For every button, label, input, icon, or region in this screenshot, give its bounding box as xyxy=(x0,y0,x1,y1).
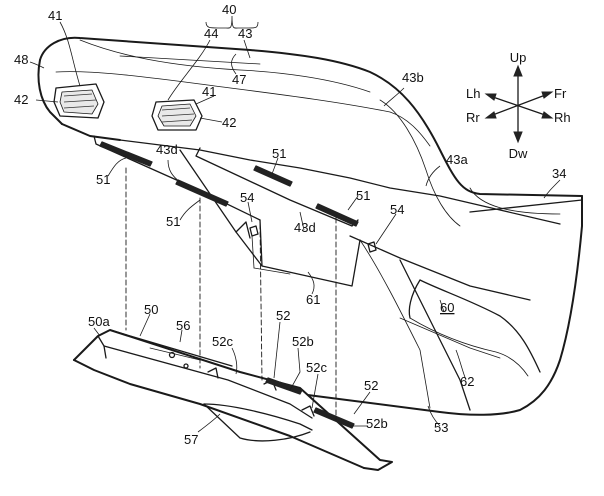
undercover-50 xyxy=(73,329,393,471)
label-51-b: 51 xyxy=(166,214,180,229)
assembly-guide-lines xyxy=(125,167,337,421)
label-40: 40 xyxy=(222,2,236,17)
label-52-top: 52 xyxy=(276,308,290,323)
slots-51 xyxy=(99,141,359,227)
label-60: 60 xyxy=(440,300,454,315)
label-50: 50 xyxy=(144,302,158,317)
compass-lh-label: Lh xyxy=(466,86,480,101)
label-44: 44 xyxy=(204,26,218,41)
label-48: 48 xyxy=(14,52,28,67)
label-52b-bottom: 52b xyxy=(366,416,388,431)
label-43b: 43b xyxy=(402,70,424,85)
rear-cowl-body xyxy=(37,36,583,416)
direction-compass: Up Dw Lh Fr Rr Rh xyxy=(466,50,571,161)
leader-lines xyxy=(29,15,561,433)
label-61: 61 xyxy=(306,292,320,307)
label-42-left: 42 xyxy=(14,92,28,107)
label-54-left: 54 xyxy=(240,190,254,205)
compass-up-label: Up xyxy=(510,50,527,65)
compass-down-label: Dw xyxy=(509,146,528,161)
label-56: 56 xyxy=(176,318,190,333)
label-53: 53 xyxy=(434,420,448,435)
label-57: 57 xyxy=(184,432,198,447)
label-52c-right: 52c xyxy=(306,360,327,375)
label-50a: 50a xyxy=(88,314,110,329)
label-47: 47 xyxy=(232,72,246,87)
tail-lamp-left xyxy=(53,83,105,119)
compass-rr-label: Rr xyxy=(466,110,480,125)
label-43: 43 xyxy=(238,26,252,41)
label-52b-top: 52b xyxy=(292,334,314,349)
label-54-right: 54 xyxy=(390,202,404,217)
label-52-bottom: 52 xyxy=(364,378,378,393)
hooks-54 xyxy=(249,225,377,253)
tail-lamp-right xyxy=(151,99,203,131)
label-51-a: 51 xyxy=(96,172,110,187)
label-62: 62 xyxy=(460,374,474,389)
label-51-d: 51 xyxy=(356,188,370,203)
label-34: 34 xyxy=(552,166,566,181)
reference-labels: 40 41 41 42 42 43 44 47 48 43b 43a 34 43… xyxy=(14,2,566,447)
label-41-right: 41 xyxy=(202,84,216,99)
label-51-c: 51 xyxy=(272,146,286,161)
compass-rh-label: Rh xyxy=(554,110,571,125)
label-52c-left: 52c xyxy=(212,334,233,349)
label-43d-left: 43d xyxy=(156,142,178,157)
label-43a: 43a xyxy=(446,152,468,167)
label-43d-right: 43d xyxy=(294,220,316,235)
label-41-left: 41 xyxy=(48,8,62,23)
compass-fr-label: Fr xyxy=(554,86,567,101)
label-42-right: 42 xyxy=(222,115,236,130)
